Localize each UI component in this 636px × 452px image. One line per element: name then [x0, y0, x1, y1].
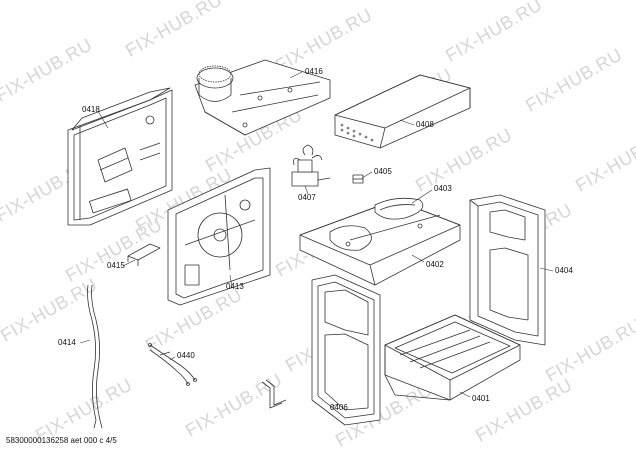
part-label-0406: 0406: [330, 403, 348, 412]
bracket-0415: [127, 243, 161, 266]
document-footer: 58300000136258 aet 000 c 4/5: [6, 436, 117, 445]
bottom-frame-0401: [384, 314, 521, 401]
part-label-0413: 0413: [226, 282, 244, 291]
oven-top-panel-0402: [299, 197, 461, 286]
sensor-0405: [352, 174, 364, 184]
wiring-0440: [148, 343, 197, 386]
rear-panel-0418: [67, 87, 173, 226]
fan-motor-0407: [291, 144, 331, 187]
fan-cover-0416: [194, 59, 331, 136]
angle-bracket: [261, 379, 287, 409]
part-label-0440: 0440: [177, 351, 195, 360]
back-wall-0413: [167, 167, 271, 306]
cable-0414: [87, 284, 103, 429]
leader-lines: [79, 71, 554, 408]
part-label-0405: 0405: [374, 167, 392, 176]
part-label-0416: 0416: [305, 67, 323, 76]
part-label-0402: 0402: [426, 260, 444, 269]
left-side-panel-0406: [311, 274, 381, 426]
part-label-0403: 0403: [434, 184, 452, 193]
part-label-0414: 0414: [58, 338, 76, 347]
part-label-0404: 0404: [555, 266, 573, 275]
part-label-0415: 0415: [107, 261, 125, 270]
part-label-0418: 0418: [82, 105, 100, 114]
part-label-0408: 0408: [416, 120, 434, 129]
right-side-panel-0404: [469, 194, 546, 346]
top-cover-0408: [334, 74, 471, 149]
part-label-0407: 0407: [298, 193, 316, 202]
part-label-0401: 0401: [472, 394, 490, 403]
